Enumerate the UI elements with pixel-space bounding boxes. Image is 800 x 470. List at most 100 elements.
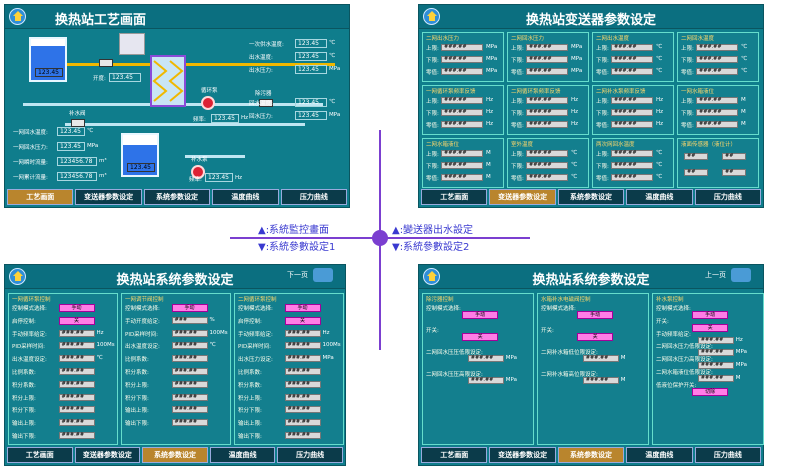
tab-0[interactable]: 工艺画面 bbox=[421, 447, 488, 463]
value-field[interactable]: ###.## bbox=[526, 150, 568, 157]
value-field[interactable]: ###.## bbox=[696, 109, 738, 116]
value-field[interactable]: ###.## bbox=[441, 44, 483, 51]
value-field[interactable]: ###.## bbox=[611, 97, 653, 104]
makeup-pump-icon[interactable] bbox=[191, 165, 205, 179]
mode-button[interactable]: 关 bbox=[692, 323, 729, 332]
value-field[interactable]: ###.## bbox=[611, 44, 653, 51]
tab-3[interactable]: 温度曲线 bbox=[626, 447, 693, 463]
param-field[interactable]: ###.## bbox=[284, 368, 321, 375]
value-field[interactable]: ###.## bbox=[526, 121, 568, 128]
param-field[interactable]: ###.## bbox=[467, 355, 504, 362]
value-field[interactable]: ###.## bbox=[696, 44, 738, 51]
param-field[interactable]: ###.## bbox=[58, 406, 95, 414]
param-field[interactable]: ###.## bbox=[467, 377, 504, 384]
tab-4[interactable]: 压力曲线 bbox=[277, 447, 343, 463]
prev-page-arrow-icon[interactable] bbox=[731, 268, 751, 282]
value-field[interactable]: ###.## bbox=[526, 174, 568, 181]
value-field[interactable]: ###.## bbox=[611, 150, 653, 157]
value-field[interactable]: ###.## bbox=[441, 121, 483, 128]
param-field[interactable]: ###.## bbox=[171, 368, 208, 375]
tab-4[interactable]: 压力曲线 bbox=[694, 447, 762, 463]
value-field[interactable]: ###.## bbox=[441, 56, 483, 63]
value-field[interactable]: ###.## bbox=[611, 174, 653, 181]
param-field[interactable]: ###.## bbox=[58, 393, 95, 401]
home-icon[interactable] bbox=[423, 268, 440, 285]
mode-button[interactable]: 关 bbox=[577, 333, 614, 341]
param-field[interactable]: ###.## bbox=[58, 355, 95, 363]
param-field[interactable]: ###.## bbox=[697, 362, 734, 370]
param-field[interactable]: ###.## bbox=[582, 377, 619, 384]
home-icon[interactable] bbox=[9, 8, 26, 25]
value-field[interactable]: ## bbox=[684, 169, 708, 176]
value-field[interactable]: ###.## bbox=[611, 121, 653, 128]
value-field[interactable]: ###.## bbox=[611, 68, 653, 75]
next-page-label[interactable]: 下一页 bbox=[287, 271, 308, 279]
value-field[interactable]: ###.## bbox=[611, 109, 653, 116]
tab-2[interactable]: 系统参数设定 bbox=[143, 189, 211, 205]
param-field[interactable]: ###.## bbox=[171, 380, 208, 388]
value-field[interactable]: ###.## bbox=[441, 97, 483, 104]
param-field[interactable]: ###.## bbox=[284, 329, 321, 337]
mode-button[interactable]: 关 bbox=[58, 316, 95, 325]
decontaminator-icon[interactable] bbox=[259, 99, 273, 107]
value-field[interactable]: ###.## bbox=[611, 162, 653, 169]
tab-1[interactable]: 变送器参数设定 bbox=[75, 189, 142, 205]
home-icon[interactable] bbox=[423, 8, 440, 25]
mode-button[interactable]: 手动 bbox=[692, 311, 729, 319]
value-field[interactable]: ## bbox=[722, 153, 746, 160]
value-field[interactable]: ###.## bbox=[696, 56, 738, 63]
value-field[interactable]: ###.## bbox=[526, 162, 568, 169]
param-field[interactable]: ###.## bbox=[284, 432, 321, 439]
mode-button[interactable]: 手动 bbox=[171, 304, 208, 312]
value-field[interactable]: ###.## bbox=[696, 68, 738, 75]
control-valve[interactable] bbox=[99, 59, 113, 67]
value-field[interactable]: ###.## bbox=[611, 56, 653, 63]
mode-button[interactable]: 关 bbox=[462, 333, 499, 341]
prev-page-label[interactable]: 上一页 bbox=[705, 271, 726, 279]
param-field[interactable]: ###.## bbox=[58, 419, 95, 427]
tab-2[interactable]: 系统参数设定 bbox=[557, 447, 625, 463]
param-field[interactable]: ###.## bbox=[171, 329, 208, 337]
value-field[interactable]: ###.## bbox=[696, 121, 738, 128]
value-field[interactable]: ###.## bbox=[441, 174, 483, 181]
param-field[interactable]: ###.## bbox=[582, 355, 619, 362]
param-field[interactable]: ###.## bbox=[58, 329, 95, 337]
param-field[interactable]: ###.## bbox=[58, 368, 95, 375]
makeup-valve-icon[interactable] bbox=[71, 119, 85, 127]
param-field[interactable]: ###.## bbox=[284, 419, 321, 427]
value-field[interactable]: ###.## bbox=[526, 68, 568, 75]
mode-button[interactable]: 手动 bbox=[284, 304, 321, 312]
param-field[interactable]: ###.## bbox=[284, 393, 321, 401]
tab-1[interactable]: 变送器参数设定 bbox=[489, 189, 556, 205]
tab-4[interactable]: 压力曲线 bbox=[694, 189, 762, 205]
param-field[interactable]: ###.## bbox=[697, 349, 734, 357]
value-field[interactable]: ## bbox=[722, 169, 746, 176]
value-field[interactable]: ## bbox=[684, 153, 708, 160]
circulation-pump-icon[interactable] bbox=[201, 96, 215, 110]
mode-button[interactable]: 手动 bbox=[577, 311, 614, 319]
tab-0[interactable]: 工艺画面 bbox=[7, 447, 73, 463]
mode-button[interactable]: 切除 bbox=[692, 387, 729, 396]
tab-3[interactable]: 温度曲线 bbox=[212, 189, 279, 205]
tab-0[interactable]: 工艺画面 bbox=[421, 189, 488, 205]
param-field[interactable]: ###.## bbox=[171, 355, 208, 363]
tab-1[interactable]: 变送器参数设定 bbox=[489, 447, 556, 463]
param-field[interactable]: ### bbox=[171, 316, 208, 324]
tab-3[interactable]: 温度曲线 bbox=[626, 189, 693, 205]
param-field[interactable]: ###.## bbox=[697, 336, 734, 344]
value-field[interactable]: ###.## bbox=[696, 97, 738, 104]
param-field[interactable]: ###.## bbox=[58, 342, 95, 350]
param-field[interactable]: ###.## bbox=[171, 342, 208, 350]
param-field[interactable]: ###.## bbox=[284, 406, 321, 414]
value-field[interactable]: ###.## bbox=[526, 56, 568, 63]
value-field[interactable]: ###.## bbox=[526, 44, 568, 51]
value-field[interactable]: ###.## bbox=[526, 97, 568, 104]
value-field[interactable]: ###.## bbox=[441, 68, 483, 75]
tab-4[interactable]: 压力曲线 bbox=[280, 189, 348, 205]
mode-button[interactable]: 手动 bbox=[58, 304, 95, 312]
home-icon[interactable] bbox=[9, 268, 26, 285]
tab-1[interactable]: 变送器参数设定 bbox=[74, 447, 141, 463]
value-field[interactable]: ###.## bbox=[441, 150, 483, 157]
param-field[interactable]: ###.## bbox=[697, 375, 734, 382]
param-field[interactable]: ###.## bbox=[171, 393, 208, 401]
